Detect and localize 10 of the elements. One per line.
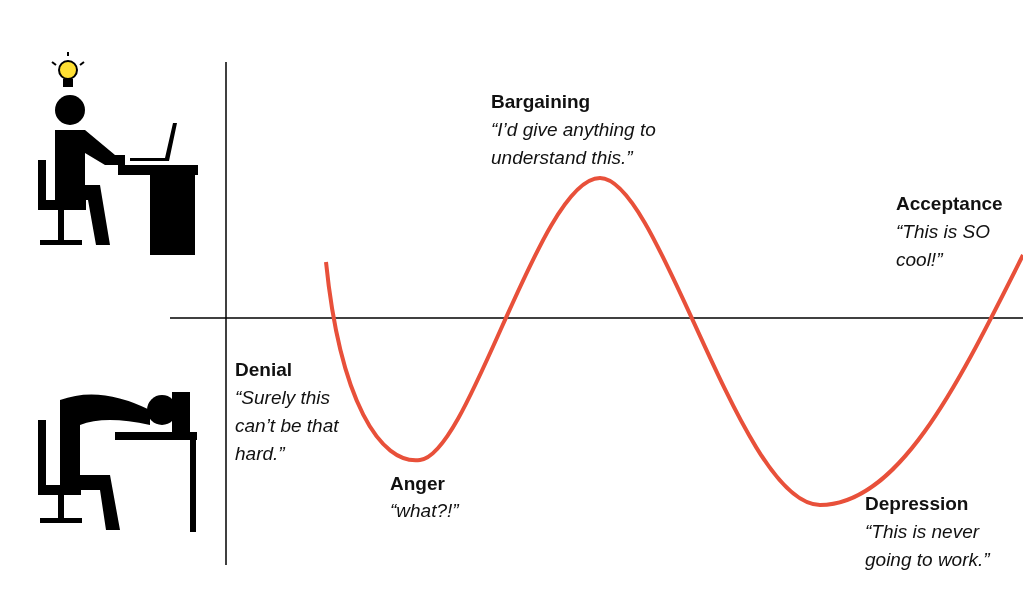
stage-heading: Bargaining [491, 90, 592, 114]
stage-quote: “I’d give anything to understand this.” [491, 118, 657, 170]
stage-heading: Depression [865, 492, 970, 516]
stage-heading: Acceptance [896, 192, 1004, 216]
stage-quote: “what?!” [390, 499, 461, 523]
stage-quote: “Surely this can’t be that hard.” [235, 386, 340, 466]
stage-heading: Denial [235, 358, 294, 382]
stage-quote: “This is never going to work.” [865, 520, 992, 572]
stage-quote: “This is SO cool!” [896, 220, 991, 272]
stage-heading: Anger [390, 472, 446, 496]
